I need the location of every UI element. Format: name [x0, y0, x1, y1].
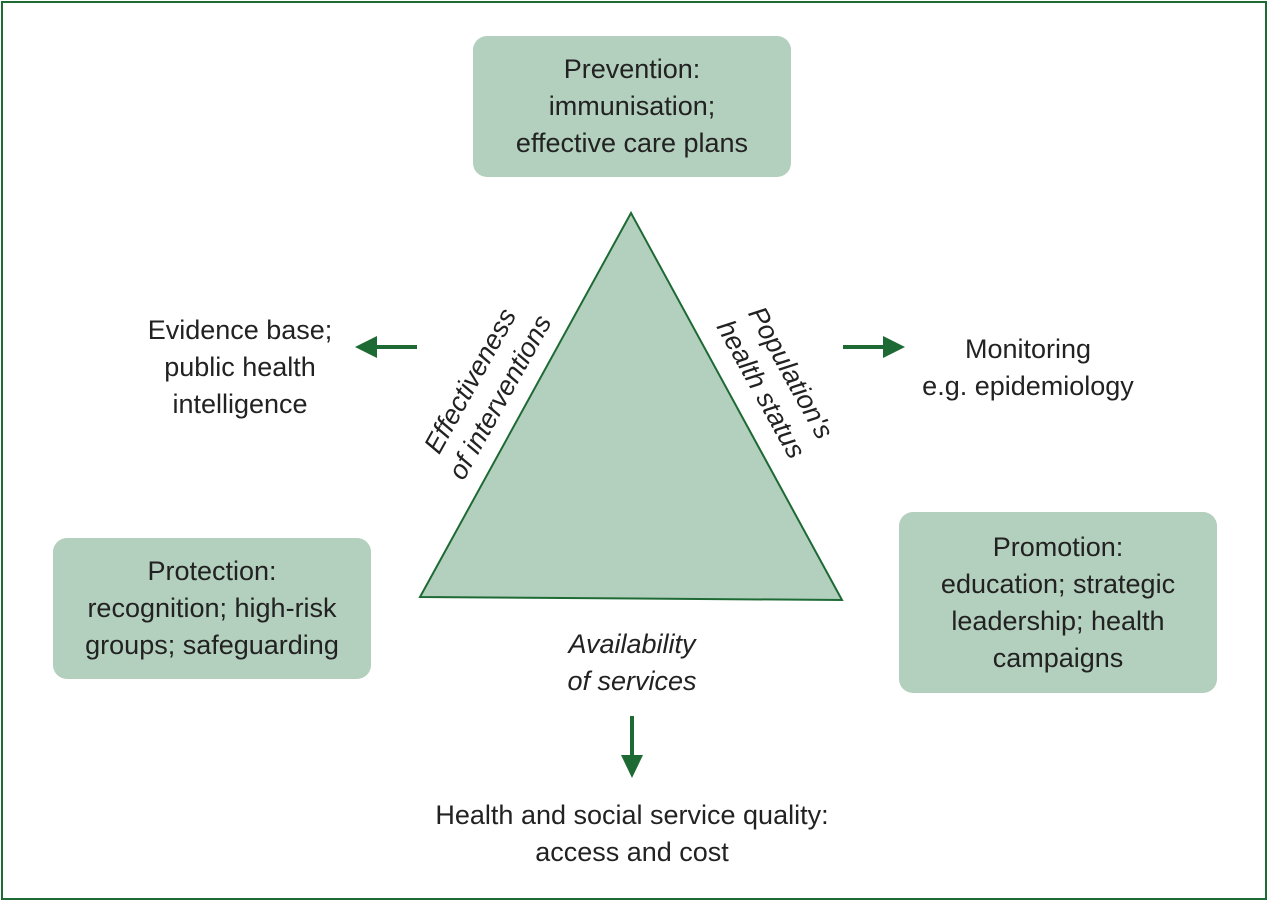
monitoring-line-2: e.g. epidemiology: [922, 371, 1134, 401]
prevention-line-1: Prevention:: [563, 54, 701, 84]
promotion-line-2: education; strategic: [940, 568, 1176, 599]
service-quality-text: Health and social service quality: acces…: [412, 797, 852, 871]
protection-line-2: recognition; high-risk: [87, 593, 337, 623]
evidence-line-1: Evidence base;: [147, 315, 333, 345]
promotion-box: Promotion: education; strategic leadersh…: [899, 512, 1217, 693]
monitoring-text: Monitoring e.g. epidemiology: [898, 331, 1158, 405]
evidence-line-2: public health: [164, 352, 316, 382]
central-triangle: [418, 210, 844, 602]
service-quality-line-2: access and cost: [535, 837, 729, 867]
protection-box: Protection: recognition; high-risk group…: [53, 538, 371, 679]
arrow-down-icon: [621, 716, 643, 778]
availability-label: Availability of services: [502, 626, 762, 700]
prevention-line-2: immunisation;: [548, 91, 716, 121]
promotion-line-3: leadership; health: [951, 605, 1165, 636]
protection-line-1: Protection:: [147, 556, 277, 586]
monitoring-line-1: Monitoring: [964, 334, 1092, 364]
arrow-left-icon: [355, 336, 417, 358]
evidence-line-3: intelligence: [172, 389, 308, 419]
promotion-line-1: Promotion:: [992, 531, 1124, 562]
evidence-base-text: Evidence base; public health intelligenc…: [100, 312, 380, 423]
prevention-line-3: effective care plans: [515, 128, 749, 158]
service-quality-line-1: Health and social service quality:: [435, 800, 829, 830]
arrow-right-icon: [843, 336, 905, 358]
availability-line-2: of services: [567, 666, 697, 696]
prevention-box: Prevention: immunisation; effective care…: [473, 36, 791, 177]
protection-line-3: groups; safeguarding: [85, 630, 339, 660]
promotion-line-4: campaigns: [992, 642, 1124, 673]
availability-line-1: Availability: [568, 629, 696, 659]
